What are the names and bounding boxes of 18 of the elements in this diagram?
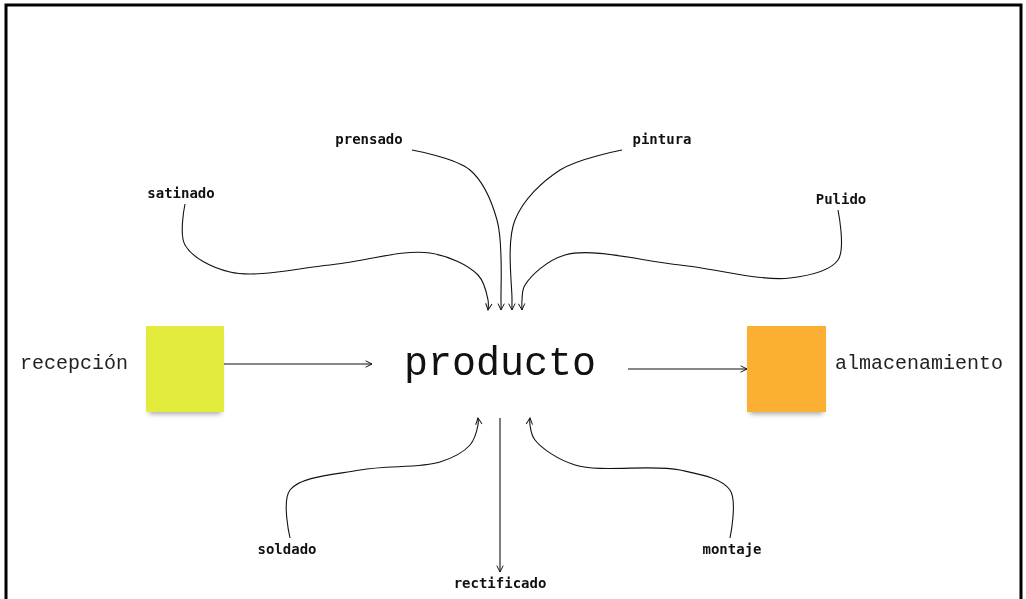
process-label: montaje — [702, 541, 762, 557]
arrow — [496, 417, 504, 573]
process-label: soldado — [257, 541, 317, 557]
sticky-note-label: almacenamiento — [835, 352, 1004, 375]
process-label: prensado — [335, 131, 403, 147]
arrow — [518, 209, 843, 311]
sticky-note — [146, 326, 224, 412]
sticky-note — [747, 326, 826, 412]
process-label: pintura — [632, 131, 692, 147]
sticky-note-label: recepción — [20, 352, 129, 375]
process-label: rectificado — [453, 575, 547, 591]
arrow — [508, 149, 623, 311]
arrow — [627, 365, 748, 373]
process-label: satinado — [147, 185, 215, 201]
arrow — [223, 360, 373, 368]
arrow — [411, 149, 505, 311]
central-label: producto — [404, 341, 596, 387]
process-label: Pulido — [815, 191, 867, 207]
